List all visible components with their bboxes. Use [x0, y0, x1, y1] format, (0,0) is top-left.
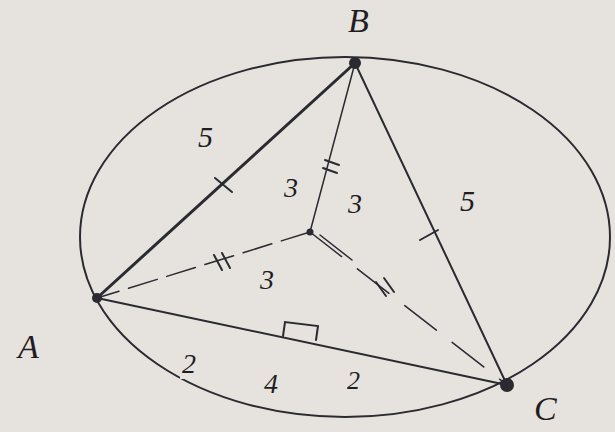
point-label-wrap: A — [16, 330, 41, 364]
point-label: B — [346, 2, 371, 39]
tick-mark — [420, 230, 438, 240]
radius-oc-stroke — [320, 235, 352, 260]
side-ac — [97, 298, 507, 385]
side-bc — [355, 63, 507, 385]
point-label: A — [16, 328, 41, 365]
point — [500, 378, 514, 392]
length-label-wrap: 3 — [258, 266, 276, 294]
length-label-wrap: 5 — [458, 186, 477, 216]
radius-oa — [97, 232, 310, 298]
side-ab — [97, 63, 355, 298]
point-label: C — [532, 390, 559, 427]
length-label: 3 — [346, 188, 364, 219]
point — [92, 293, 102, 303]
point — [349, 57, 361, 69]
tick-mark — [215, 178, 232, 192]
tick-mark — [325, 160, 339, 165]
center-point — [307, 229, 314, 236]
length-label: 2 — [180, 348, 198, 379]
length-label-wrap: 2 — [180, 350, 198, 378]
length-label-wrap: 3 — [282, 174, 300, 202]
length-label: 3 — [258, 264, 276, 295]
length-label: 4 — [262, 368, 280, 399]
right-angle-mark — [283, 322, 318, 340]
tick-mark — [214, 255, 222, 270]
length-label-wrap: 4 — [262, 370, 280, 398]
radius-oc — [310, 232, 507, 385]
length-label: 5 — [458, 184, 477, 217]
length-label: 3 — [282, 172, 300, 203]
tick-mark — [222, 253, 230, 268]
length-label: 2 — [345, 366, 362, 395]
length-label-wrap: 2 — [345, 368, 362, 394]
length-label-wrap: 3 — [346, 190, 364, 218]
point-label-wrap: C — [532, 392, 559, 426]
tick-mark — [376, 282, 386, 296]
tick-mark — [323, 168, 337, 173]
circle — [80, 57, 610, 417]
point-label-wrap: B — [346, 4, 371, 38]
tick-mark — [384, 278, 394, 292]
length-label-wrap: 5 — [196, 122, 215, 152]
length-label: 5 — [196, 120, 215, 153]
